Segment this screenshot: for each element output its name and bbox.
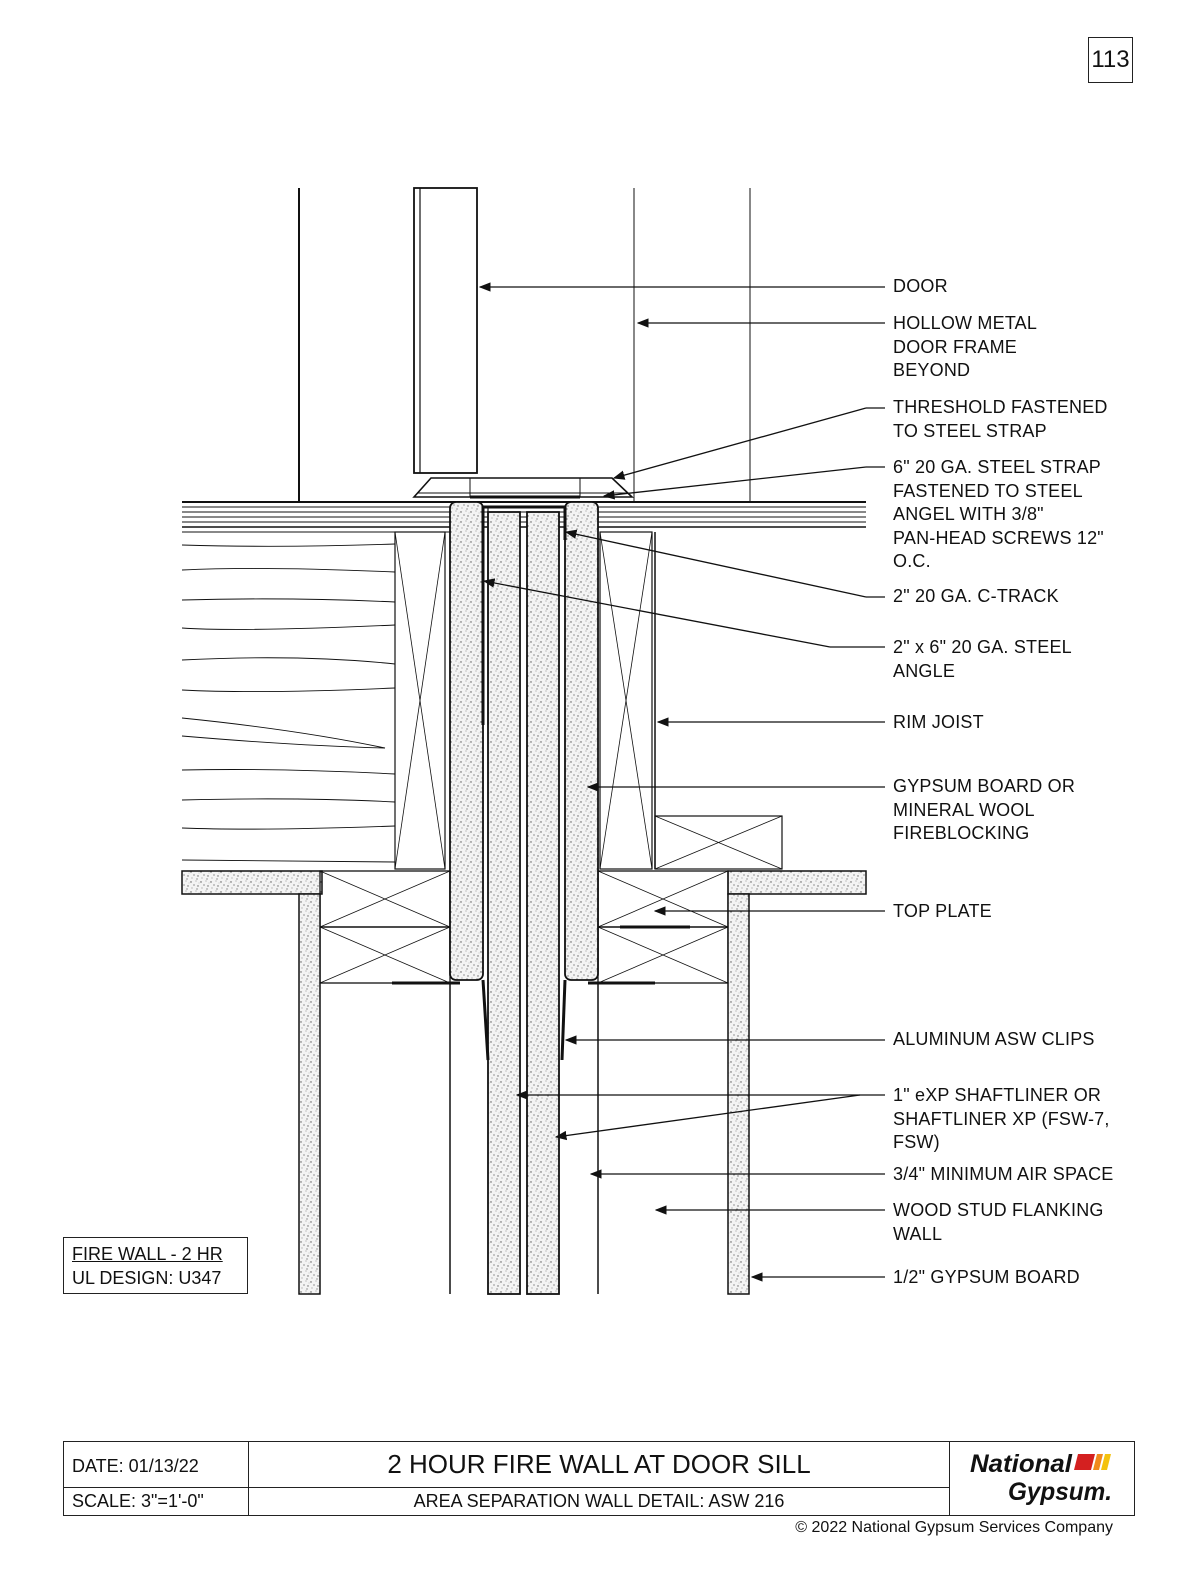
callout-steel-strap: 6" 20 GA. STEEL STRAP FASTENED TO STEEL … [893, 457, 1104, 571]
copyright-notice: © 2022 National Gypsum Services Company [795, 1519, 1113, 1536]
drawing-subtitle: AREA SEPARATION WALL DETAIL: ASW 216 [249, 1488, 950, 1515]
ul-design-label: UL DESIGN: U347 [72, 1268, 222, 1288]
title-block: DATE: 01/13/22 SCALE: 3"=1'-0" 2 HOUR FI… [63, 1441, 1135, 1516]
drawing-scale: SCALE: 3"=1'-0" [64, 1488, 249, 1515]
callout-door-frame: HOLLOW METAL DOOR FRAME BEYOND [893, 313, 1038, 380]
callout-air-space: 3/4" MINIMUM AIR SPACE [893, 1164, 1114, 1184]
callout-top-plate: TOP PLATE [893, 901, 992, 921]
fire-rating-label: FIRE WALL - 2 HR [72, 1244, 223, 1264]
logo-line-2: Gypsum. [1008, 1478, 1112, 1506]
callout-flanking-wall: WOOD STUD FLANKING WALL [893, 1200, 1104, 1244]
callout-threshold: THRESHOLD FASTENED TO STEEL STRAP [893, 397, 1108, 441]
callout-steel-angle: 2" x 6" 20 GA. STEEL ANGLE [893, 637, 1072, 681]
callout-c-track: 2" 20 GA. C-TRACK [893, 586, 1059, 606]
callout-shaftliner: 1" eXP SHAFTLINER OR SHAFTLINER XP (FSW-… [893, 1085, 1110, 1152]
national-gypsum-logo: National Gypsum. [950, 1442, 1134, 1515]
callout-gypsum-board: 1/2" GYPSUM BOARD [893, 1267, 1080, 1287]
fire-rating-box: FIRE WALL - 2 HR UL DESIGN: U347 [63, 1237, 248, 1294]
callout-fireblocking: GYPSUM BOARD OR MINERAL WOOL FIREBLOCKIN… [893, 776, 1076, 843]
drawing-date: DATE: 01/13/22 [64, 1442, 249, 1488]
callout-door: DOOR [893, 276, 948, 296]
page-number: 113 [1088, 37, 1133, 83]
logo-line-1: National [970, 1450, 1073, 1478]
drawing-title: 2 HOUR FIRE WALL AT DOOR SILL [249, 1442, 950, 1488]
callout-asw-clips: ALUMINUM ASW CLIPS [893, 1029, 1095, 1049]
callout-rim-joist: RIM JOIST [893, 712, 984, 732]
